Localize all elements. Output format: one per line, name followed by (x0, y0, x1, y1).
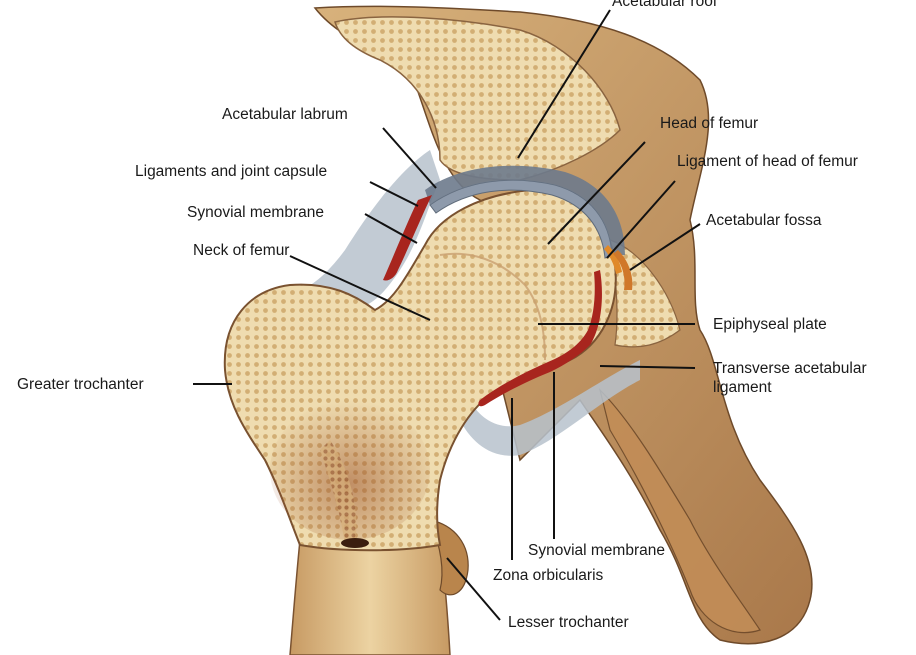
label-synovial-membrane-upper: Synovial membrane (187, 203, 324, 222)
label-greater-trochanter: Greater trochanter (17, 375, 144, 394)
label-lesser-trochanter: Lesser trochanter (508, 613, 629, 632)
nutrient-canal (341, 538, 369, 548)
label-acetabular-labrum: Acetabular labrum (222, 105, 348, 124)
femur-shaft (290, 540, 450, 655)
label-head-of-femur: Head of femur (660, 114, 758, 133)
label-neck-of-femur: Neck of femur (193, 241, 289, 260)
label-synovial-membrane-lower: Synovial membrane (528, 541, 665, 560)
label-transverse-acetabular-ligament: Transverse acetabular ligament (713, 359, 913, 397)
label-acetabular-fossa: Acetabular fossa (706, 211, 821, 230)
label-ligament-head-femur: Ligament of head of femur (677, 152, 858, 171)
label-epiphyseal-plate: Epiphyseal plate (713, 315, 827, 334)
label-ligaments-joint-capsule: Ligaments and joint capsule (135, 162, 327, 181)
label-zona-orbicularis: Zona orbicularis (493, 566, 603, 585)
label-acetabular-roof: Acetabular roof (612, 0, 717, 11)
